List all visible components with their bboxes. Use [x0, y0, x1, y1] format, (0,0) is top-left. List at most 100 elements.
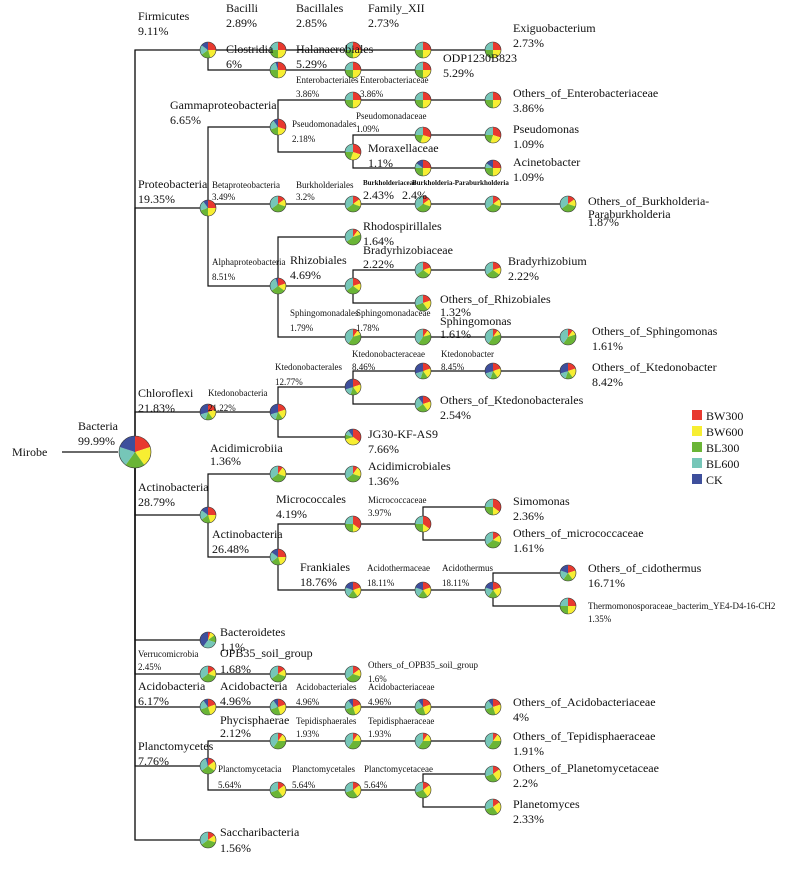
- pie-slice: [345, 437, 360, 446]
- moraxellaceae-pct: 1.1%: [368, 156, 393, 170]
- bradyrhizobium-name: Bradyrhizobium: [508, 254, 587, 268]
- pie-slice: [486, 540, 501, 548]
- acidobacteriales-pie: [344, 698, 362, 716]
- tepidisphaerales-name: Tepidisphaerales: [296, 716, 357, 726]
- pie-slice: [119, 436, 135, 452]
- pie-slice: [278, 549, 286, 557]
- pie-outline: [414, 294, 432, 312]
- pie-slice: [345, 524, 353, 532]
- moraxellaceae-name: Moraxellaceae: [368, 141, 439, 155]
- pie-outline: [414, 515, 432, 533]
- opb35-pct: 1.68%: [220, 662, 251, 676]
- pseudomonas-pie: [484, 126, 502, 144]
- family-xii-pct: 2.73%: [368, 16, 399, 30]
- others-planetomycetaceae-name: Others_of_Planetomycetaceae: [513, 761, 659, 775]
- enterobacteriales-pct: 3.86%: [296, 89, 320, 99]
- pie-slice: [485, 42, 493, 50]
- enterobacteriales-name: Enterobacteriales: [296, 75, 359, 85]
- pie-outline: [269, 61, 287, 79]
- pie-slice: [415, 733, 423, 748]
- pie-outline: [484, 261, 502, 279]
- pie-slice: [353, 785, 361, 797]
- pie-slice: [415, 135, 423, 143]
- pie-outline: [199, 403, 217, 421]
- pie-slice: [485, 262, 493, 275]
- bacilli-pct: 2.89%: [226, 16, 257, 30]
- saccharibacteria-name: Saccharibacteria: [220, 825, 300, 839]
- verrucomicrobia-pie: [199, 665, 217, 683]
- pie-slice: [485, 766, 493, 777]
- pie-outline: [484, 41, 502, 59]
- sphingomonadales-pct: 1.79%: [290, 323, 314, 333]
- acidimicrobiia-name: Acidimicrobiia: [210, 441, 283, 455]
- jg30-name: JG30-KF-AS9: [368, 427, 438, 441]
- pie-slice: [345, 582, 353, 590]
- others-acidobacteriaceae-name: Others_of_Acidobacteriaceae: [513, 695, 656, 709]
- pie-slice: [345, 278, 353, 291]
- pie-slice: [423, 50, 431, 58]
- pie-slice: [563, 334, 577, 345]
- pie-slice: [199, 758, 208, 771]
- pie-slice: [568, 598, 576, 606]
- pie-slice: [486, 270, 500, 278]
- acidobacteriales-pct: 4.96%: [296, 697, 320, 707]
- pie-slice: [493, 50, 501, 58]
- pseudomonadales-name: Pseudomonadales: [292, 119, 357, 129]
- tree-edge: [207, 208, 278, 287]
- tree-edge: [277, 127, 353, 153]
- pie-slice: [568, 368, 576, 378]
- pie-slice: [348, 699, 353, 707]
- acidobacteria-c-name: Acidobacteria: [220, 679, 288, 693]
- pie-slice: [278, 119, 286, 130]
- acidimicrobiales-name: Acidimicrobiales: [368, 459, 451, 473]
- exiguobacterium-pct: 2.73%: [513, 36, 544, 50]
- pie-slice: [560, 606, 568, 614]
- bacillales-pie: [344, 41, 362, 59]
- pie-slice: [344, 229, 353, 242]
- pie-slice: [208, 635, 216, 643]
- pie-slice: [485, 532, 493, 545]
- pie-outline: [484, 732, 502, 750]
- pie-outline: [269, 548, 287, 566]
- pie-slice: [493, 769, 501, 781]
- chloroflexi-pie: [199, 403, 217, 421]
- others-entero-pct: 3.86%: [513, 101, 544, 115]
- pie-slice: [488, 334, 501, 346]
- pie-slice: [353, 230, 361, 237]
- halanaerobiales-pie: [344, 61, 362, 79]
- pie-slice: [125, 452, 145, 468]
- pseudomonas-name: Pseudomonas: [513, 122, 579, 136]
- tree-edge: [352, 370, 423, 387]
- gamma-pct: 6.65%: [170, 113, 201, 127]
- pie-slice: [208, 404, 216, 412]
- pie-slice: [490, 371, 498, 380]
- pie-slice: [560, 196, 568, 209]
- pie-slice: [560, 371, 568, 379]
- pie-slice: [208, 699, 216, 707]
- thermomonospora-pct: 1.35%: [588, 614, 612, 624]
- pie-slice: [415, 329, 423, 344]
- pie-outline: [414, 581, 432, 599]
- pie-slice: [485, 50, 493, 58]
- pie-slice: [208, 409, 216, 419]
- pie-outline: [559, 597, 577, 615]
- pie-slice: [269, 196, 278, 209]
- pie-slice: [346, 234, 362, 246]
- beta-name: Betaproteobacteria: [212, 180, 280, 190]
- pie-slice: [345, 62, 353, 70]
- others-rhizo-pct: 1.32%: [440, 305, 471, 319]
- pie-outline: [484, 498, 502, 516]
- pie-slice: [423, 127, 431, 138]
- pie-slice: [415, 42, 423, 50]
- tree-edge: [277, 236, 353, 286]
- others-ktedonobacterales-pct: 2.54%: [440, 408, 471, 422]
- actinobacteria-pie: [199, 506, 217, 524]
- pie-slice: [201, 674, 216, 682]
- burkholderiaceae-pie: [414, 195, 432, 213]
- pie-slice: [208, 669, 216, 677]
- pie-slice: [560, 570, 568, 580]
- pie-slice: [203, 200, 208, 208]
- pie-slice: [275, 62, 278, 70]
- bacillales-name: Bacillales: [296, 1, 344, 15]
